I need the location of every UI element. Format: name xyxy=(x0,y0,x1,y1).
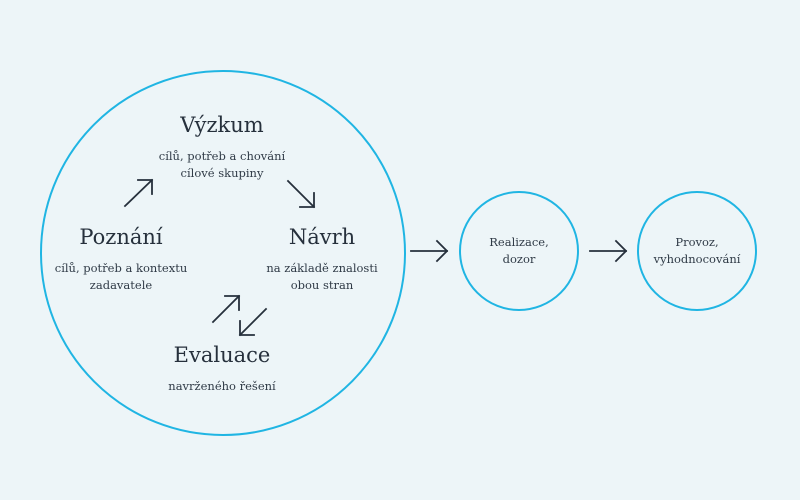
arrow-vyzkum-navrh-icon xyxy=(286,179,316,209)
cycle-circle xyxy=(40,70,406,436)
node-evaluace: Evaluace navrženého řešení xyxy=(168,342,275,395)
node-navrh: Návrh na základě znalosti obou stran xyxy=(266,224,377,294)
node-navrh-title: Návrh xyxy=(288,225,356,249)
provoz-circle xyxy=(637,191,757,311)
node-vyzkum-desc: cílů, potřeb a chování cílové skupiny xyxy=(158,149,286,180)
node-poznani: Poznání cílů, potřeb a kontextu zadavate… xyxy=(55,224,188,294)
node-vyzkum: Výzkum cílů, potřeb a chování cílové sku… xyxy=(159,112,285,182)
realizace-circle xyxy=(459,191,579,311)
node-poznani-title: Poznání xyxy=(79,225,163,249)
stage-realizace-label: Realizace, dozor xyxy=(489,235,549,266)
stage-provoz-label: Provoz, vyhodnocování xyxy=(653,235,741,266)
node-navrh-desc: na základě znalosti obou stran xyxy=(266,261,378,292)
arrow-navrh-evaluace-icon xyxy=(238,307,268,337)
node-poznani-desc: cílů, potřeb a kontextu zadavatele xyxy=(54,261,188,292)
node-evaluace-desc: navrženého řešení xyxy=(168,379,276,393)
arrow-realizace-provoz-icon xyxy=(589,239,628,263)
arrow-cycle-realizace-icon xyxy=(410,239,449,263)
arrow-poznani-vyzkum-icon xyxy=(123,178,154,208)
arrow-evaluace-navrh-icon xyxy=(211,294,241,324)
node-vyzkum-title: Výzkum xyxy=(180,113,264,137)
node-evaluace-title: Evaluace xyxy=(173,343,271,367)
